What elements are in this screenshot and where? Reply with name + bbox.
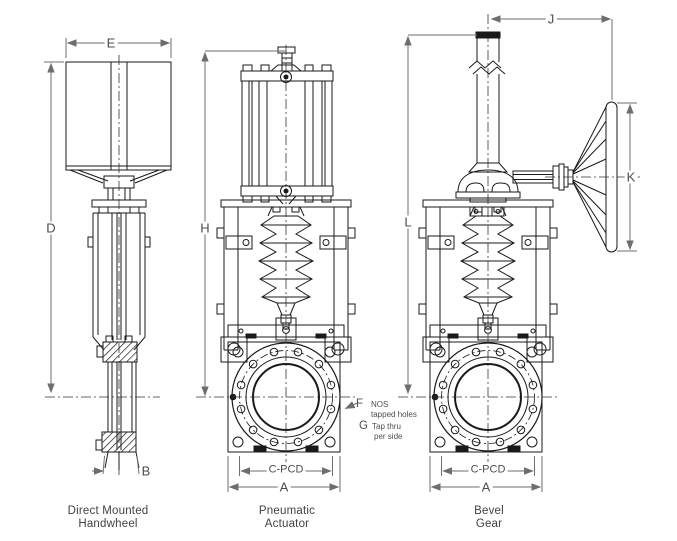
dimension-k [617,102,637,252]
g-note-line2: per side [374,432,403,441]
valve-body-front [216,199,356,463]
handwheel-side-view [65,55,172,475]
pneumatic-cylinder [240,46,334,205]
yoke-side-view [87,199,151,351]
caption-pneumatic-actuator: Pneumatic Actuator [259,505,315,531]
caption-line: Pneumatic [258,504,316,517]
g-note-line1: Tap thru [372,422,401,431]
dim-label-j: J [545,11,557,27]
dim-label-d: D [44,220,58,236]
dimension-j [490,15,613,100]
caption-line: Bevel [474,504,504,517]
caption-line: Actuator [264,518,310,530]
rising-stem [467,31,509,173]
dim-label-b: B [139,463,153,479]
handwheel-edge-view [545,101,640,253]
caption-line: Direct Mounted [67,504,149,517]
dimension-a-right [429,456,543,492]
f-note-line2: tapped holes [371,410,417,419]
caption-direct-mounted-handwheel: Direct Mounted Handwheel [68,505,149,531]
gearbox [455,163,574,217]
caption-line: Handwheel [78,518,138,530]
valve-body-front [418,199,558,463]
f-leader-arrow [344,401,358,409]
valve-body-side-view [45,341,160,470]
dim-label-cpcd-right: C-PCD [468,463,508,476]
dim-label-f: F [356,398,364,410]
dim-label-l: L [402,214,414,230]
dim-label-k: K [624,169,638,185]
f-note-line1: NOS [371,400,389,409]
dim-label-a-right: A [479,479,493,495]
caption-bevel-gear: Bevel Gear [474,505,504,531]
dim-label-h: H [198,220,212,236]
view-pneumatic-actuator [196,45,358,492]
dimension-h [201,50,286,397]
view-bevel-gear [398,14,640,492]
caption-line: Gear [475,518,503,530]
view-direct-mounted-handwheel [44,38,172,475]
dim-label-g: G [359,420,368,432]
dimension-a-mid [227,456,341,492]
dimension-l [404,34,477,395]
dim-label-a-mid: A [277,479,291,495]
dimension-d [44,61,64,394]
dimension-e [65,38,172,58]
dim-label-cpcd-mid: C-PCD [266,463,306,476]
dim-label-e: E [104,35,118,51]
